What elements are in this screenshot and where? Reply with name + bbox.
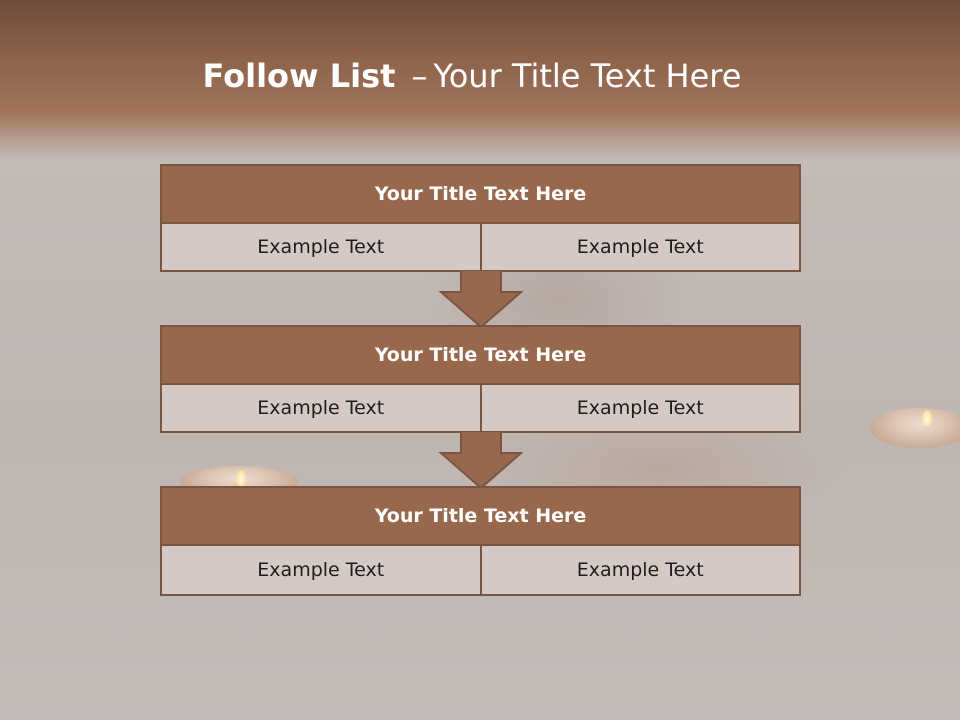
slide-title-separator: – [411, 57, 428, 95]
candle-flame-left [236, 470, 246, 486]
slide-title-rest: Your Title Text Here [433, 57, 742, 95]
list-block-cell-right: Example Text [479, 385, 800, 431]
list-block-3: Your Title Text Here Example Text Exampl… [160, 486, 801, 596]
header-band [0, 0, 960, 160]
list-block-row: Example Text Example Text [162, 385, 799, 431]
list-block-cell-right: Example Text [479, 546, 800, 594]
slide-title: Follow List–Your Title Text Here [0, 54, 944, 98]
down-arrow-icon [439, 431, 523, 489]
list-block-row: Example Text Example Text [162, 224, 799, 270]
list-block-cell-left: Example Text [257, 397, 385, 419]
list-block-cell-left: Example Text [257, 236, 385, 258]
candle-flame-right [922, 410, 932, 426]
list-block-title: Your Title Text Here [162, 327, 799, 385]
list-block-cell-right: Example Text [479, 224, 800, 270]
list-block-2: Your Title Text Here Example Text Exampl… [160, 325, 801, 433]
list-block-title: Your Title Text Here [162, 488, 799, 546]
list-block-row: Example Text Example Text [162, 546, 799, 594]
down-arrow-icon [439, 270, 523, 328]
list-block-1: Your Title Text Here Example Text Exampl… [160, 164, 801, 272]
list-block-title: Your Title Text Here [162, 166, 799, 224]
slide-title-bold: Follow List [202, 57, 396, 95]
list-block-cell-left: Example Text [257, 559, 385, 581]
candle-right-decoration [870, 408, 960, 448]
